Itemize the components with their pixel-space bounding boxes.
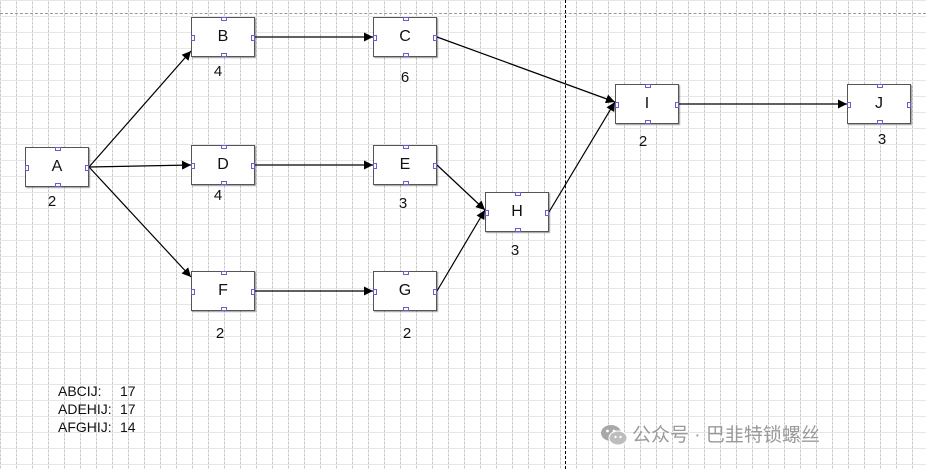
path-total: 17: [120, 401, 136, 417]
node-j[interactable]: J: [847, 84, 911, 124]
node-b[interactable]: B: [191, 17, 255, 57]
node-e-label: E: [399, 156, 411, 173]
node-c-label: C: [399, 28, 411, 45]
wechat-icon: [600, 423, 628, 445]
node-h-label: H: [511, 203, 523, 220]
watermark-text: 公众号 · 巴韭特锁螺丝: [632, 425, 820, 446]
node-e-duration: 3: [398, 195, 408, 212]
node-h[interactable]: H: [485, 192, 549, 232]
node-f-label: F: [218, 282, 228, 299]
path-name: ABCIJ:: [58, 383, 102, 399]
node-g-duration: 2: [402, 325, 412, 342]
page-break-divider: [565, 0, 566, 469]
edge-g-h: [436, 209, 486, 292]
node-e[interactable]: E: [373, 145, 437, 185]
path-total: 17: [120, 383, 136, 399]
node-i-duration: 2: [638, 133, 648, 150]
path-name: ADEHIJ:: [58, 401, 112, 417]
node-a-label: A: [51, 158, 63, 175]
edge-c-i: [436, 36, 616, 104]
edge-a-d: [88, 160, 192, 170]
node-g-label: G: [398, 282, 412, 299]
node-d[interactable]: D: [191, 145, 255, 185]
node-a[interactable]: A: [25, 147, 89, 187]
path-name: AFGHIJ:: [58, 419, 112, 435]
edge-a-b: [88, 50, 192, 168]
node-f-duration: 2: [215, 325, 225, 342]
node-c[interactable]: C: [373, 17, 437, 57]
node-h-duration: 3: [510, 242, 520, 259]
node-c-duration: 6: [400, 69, 410, 86]
path-total: 14: [120, 419, 136, 435]
path-row: ADEHIJ: 17: [58, 400, 136, 418]
node-j-duration: 3: [877, 131, 887, 148]
node-a-duration: 2: [47, 193, 57, 210]
edge-e-h: [436, 164, 486, 211]
watermark: 公众号 · 巴韭特锁螺丝: [600, 420, 820, 447]
path-row: AFGHIJ: 14: [58, 418, 136, 436]
edge-a-f: [88, 166, 192, 278]
node-g[interactable]: G: [373, 271, 437, 311]
node-i-label: I: [644, 95, 650, 112]
node-b-label: B: [217, 28, 229, 45]
node-d-duration: 4: [213, 187, 223, 204]
node-d-label: D: [217, 156, 229, 173]
node-j-label: J: [875, 95, 883, 112]
edge-h-i: [548, 101, 616, 213]
page-top-divider: [0, 13, 926, 14]
node-i[interactable]: I: [615, 84, 679, 124]
path-row: ABCIJ: 17: [58, 382, 136, 400]
node-b-duration: 4: [213, 63, 223, 80]
node-f[interactable]: F: [191, 271, 255, 311]
path-summary: ABCIJ: 17 ADEHIJ: 17 AFGHIJ: 14: [58, 382, 136, 436]
